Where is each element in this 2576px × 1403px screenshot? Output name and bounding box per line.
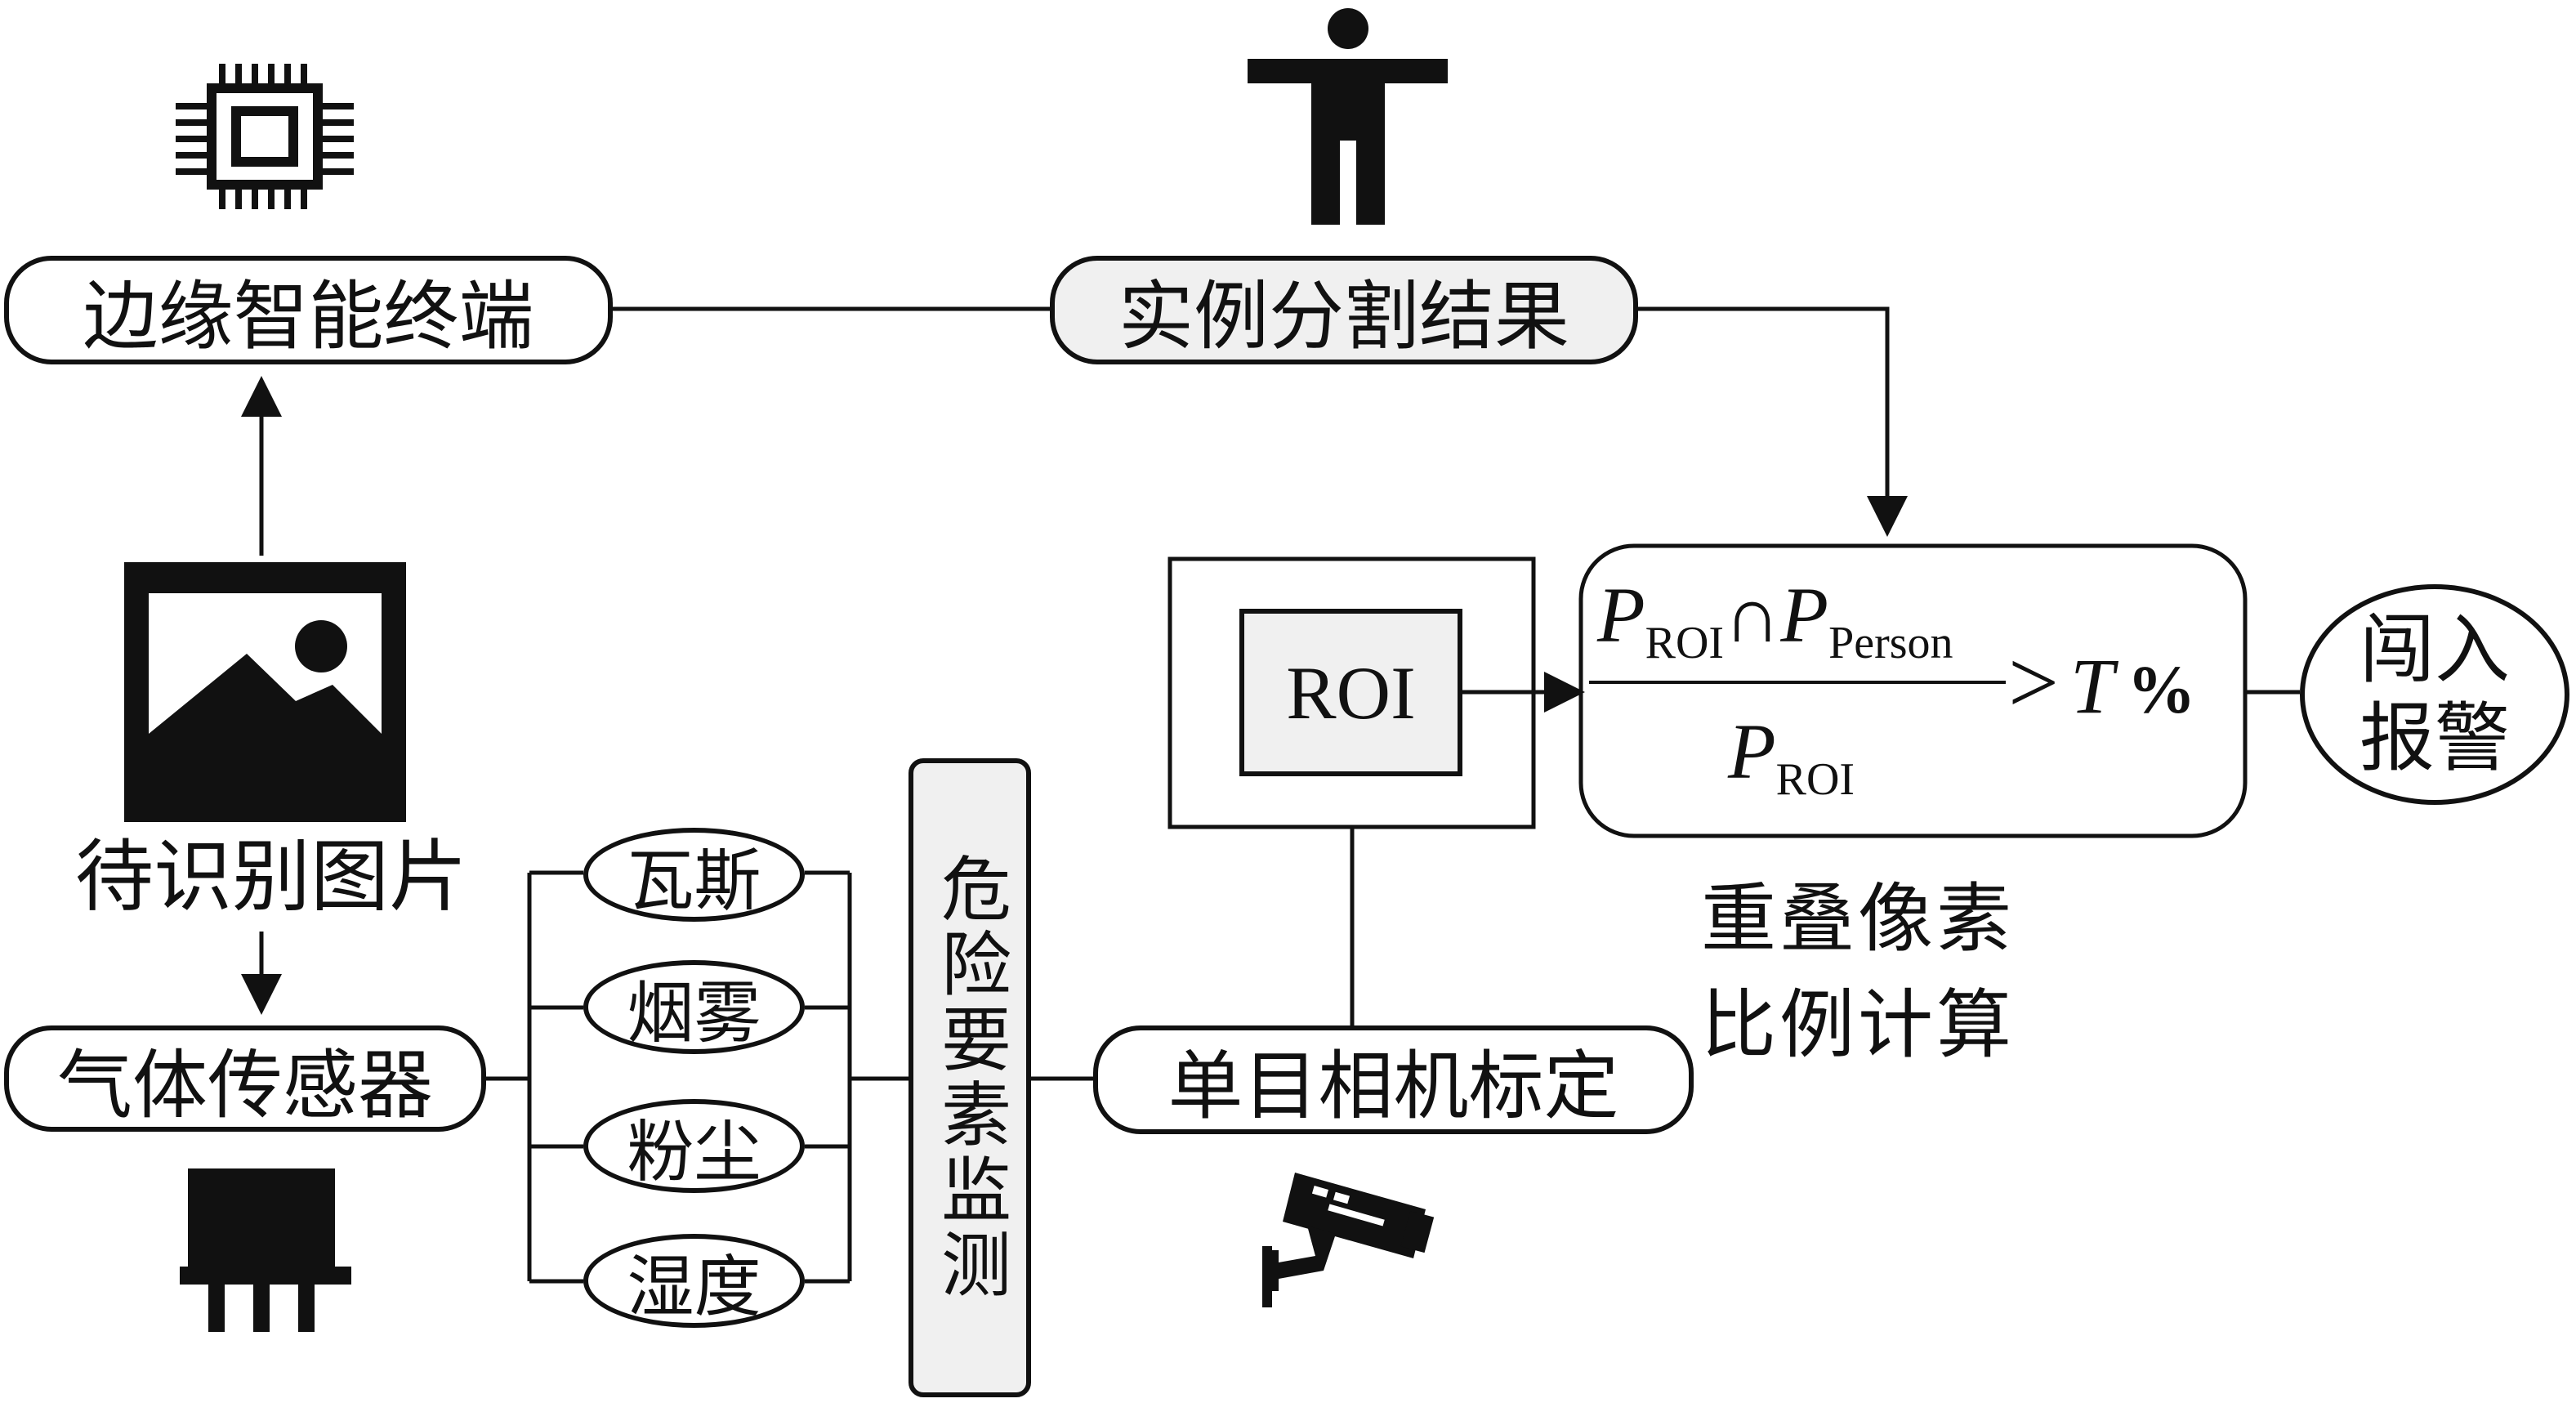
mono-calib-node: 单目相机标定	[1093, 1025, 1694, 1134]
hazard-monitor-label: 危险要素监测	[928, 852, 1011, 1303]
p-symbol-2: P	[1780, 571, 1829, 659]
intersect-symbol: ∩	[1724, 571, 1781, 659]
formula-box	[1578, 543, 2248, 838]
seg-to-formula-line	[1638, 306, 1908, 537]
roi-box: ROI	[1239, 609, 1462, 776]
humidity-node: 湿度	[583, 1234, 805, 1328]
roi-subscript: ROI	[1645, 618, 1725, 669]
formula-denominator: PROI	[1728, 707, 1855, 824]
chip-icon	[176, 64, 354, 209]
percent-symbol: %	[2127, 652, 2196, 728]
dust-label: 粉尘	[627, 1114, 761, 1191]
formula-threshold: >T%	[2008, 637, 2195, 735]
gas-node: 瓦斯	[583, 828, 805, 922]
intrusion-alarm-node: 闯入报警	[2300, 584, 2569, 805]
image-to-recognize-label: 待识别图片	[75, 831, 467, 923]
sensor-icon	[180, 1168, 351, 1332]
humidity-label: 湿度	[627, 1249, 761, 1326]
hazard-monitor-node: 危险要素监测	[909, 758, 1031, 1397]
instance-seg-label: 实例分割结果	[1118, 273, 1569, 360]
dust-node: 粉尘	[583, 1099, 805, 1193]
person-subscript: Person	[1828, 618, 1953, 669]
formula-numerator: PROI∩PPerson	[1597, 570, 1953, 688]
p-symbol-3: P	[1728, 708, 1776, 795]
gt-symbol: >	[2008, 632, 2060, 732]
intrusion-alarm-label: 闯入报警	[2359, 606, 2510, 782]
mono-calib-label: 单目相机标定	[1167, 1043, 1619, 1130]
gas-sensor-label: 气体传感器	[56, 1041, 433, 1129]
roi-label: ROI	[1286, 650, 1416, 735]
gas-sensor-node: 气体传感器	[4, 1025, 486, 1132]
instance-seg-node: 实例分割结果	[1050, 256, 1638, 364]
t-symbol: T	[2070, 642, 2114, 730]
gas-label: 瓦斯	[627, 842, 761, 920]
overlap-calc-label: 重叠像素比例计算	[1701, 875, 2016, 1069]
edge-terminal-label: 边缘智能终端	[83, 273, 534, 360]
p-symbol: P	[1597, 571, 1645, 659]
smoke-label: 烟雾	[627, 975, 761, 1052]
camera-icon	[1262, 1173, 1435, 1307]
roi-subscript-2: ROI	[1775, 754, 1855, 806]
smoke-node: 烟雾	[583, 960, 805, 1054]
edge-terminal-node: 边缘智能终端	[4, 256, 613, 364]
person-icon	[1248, 8, 1448, 225]
image-icon	[124, 562, 406, 822]
